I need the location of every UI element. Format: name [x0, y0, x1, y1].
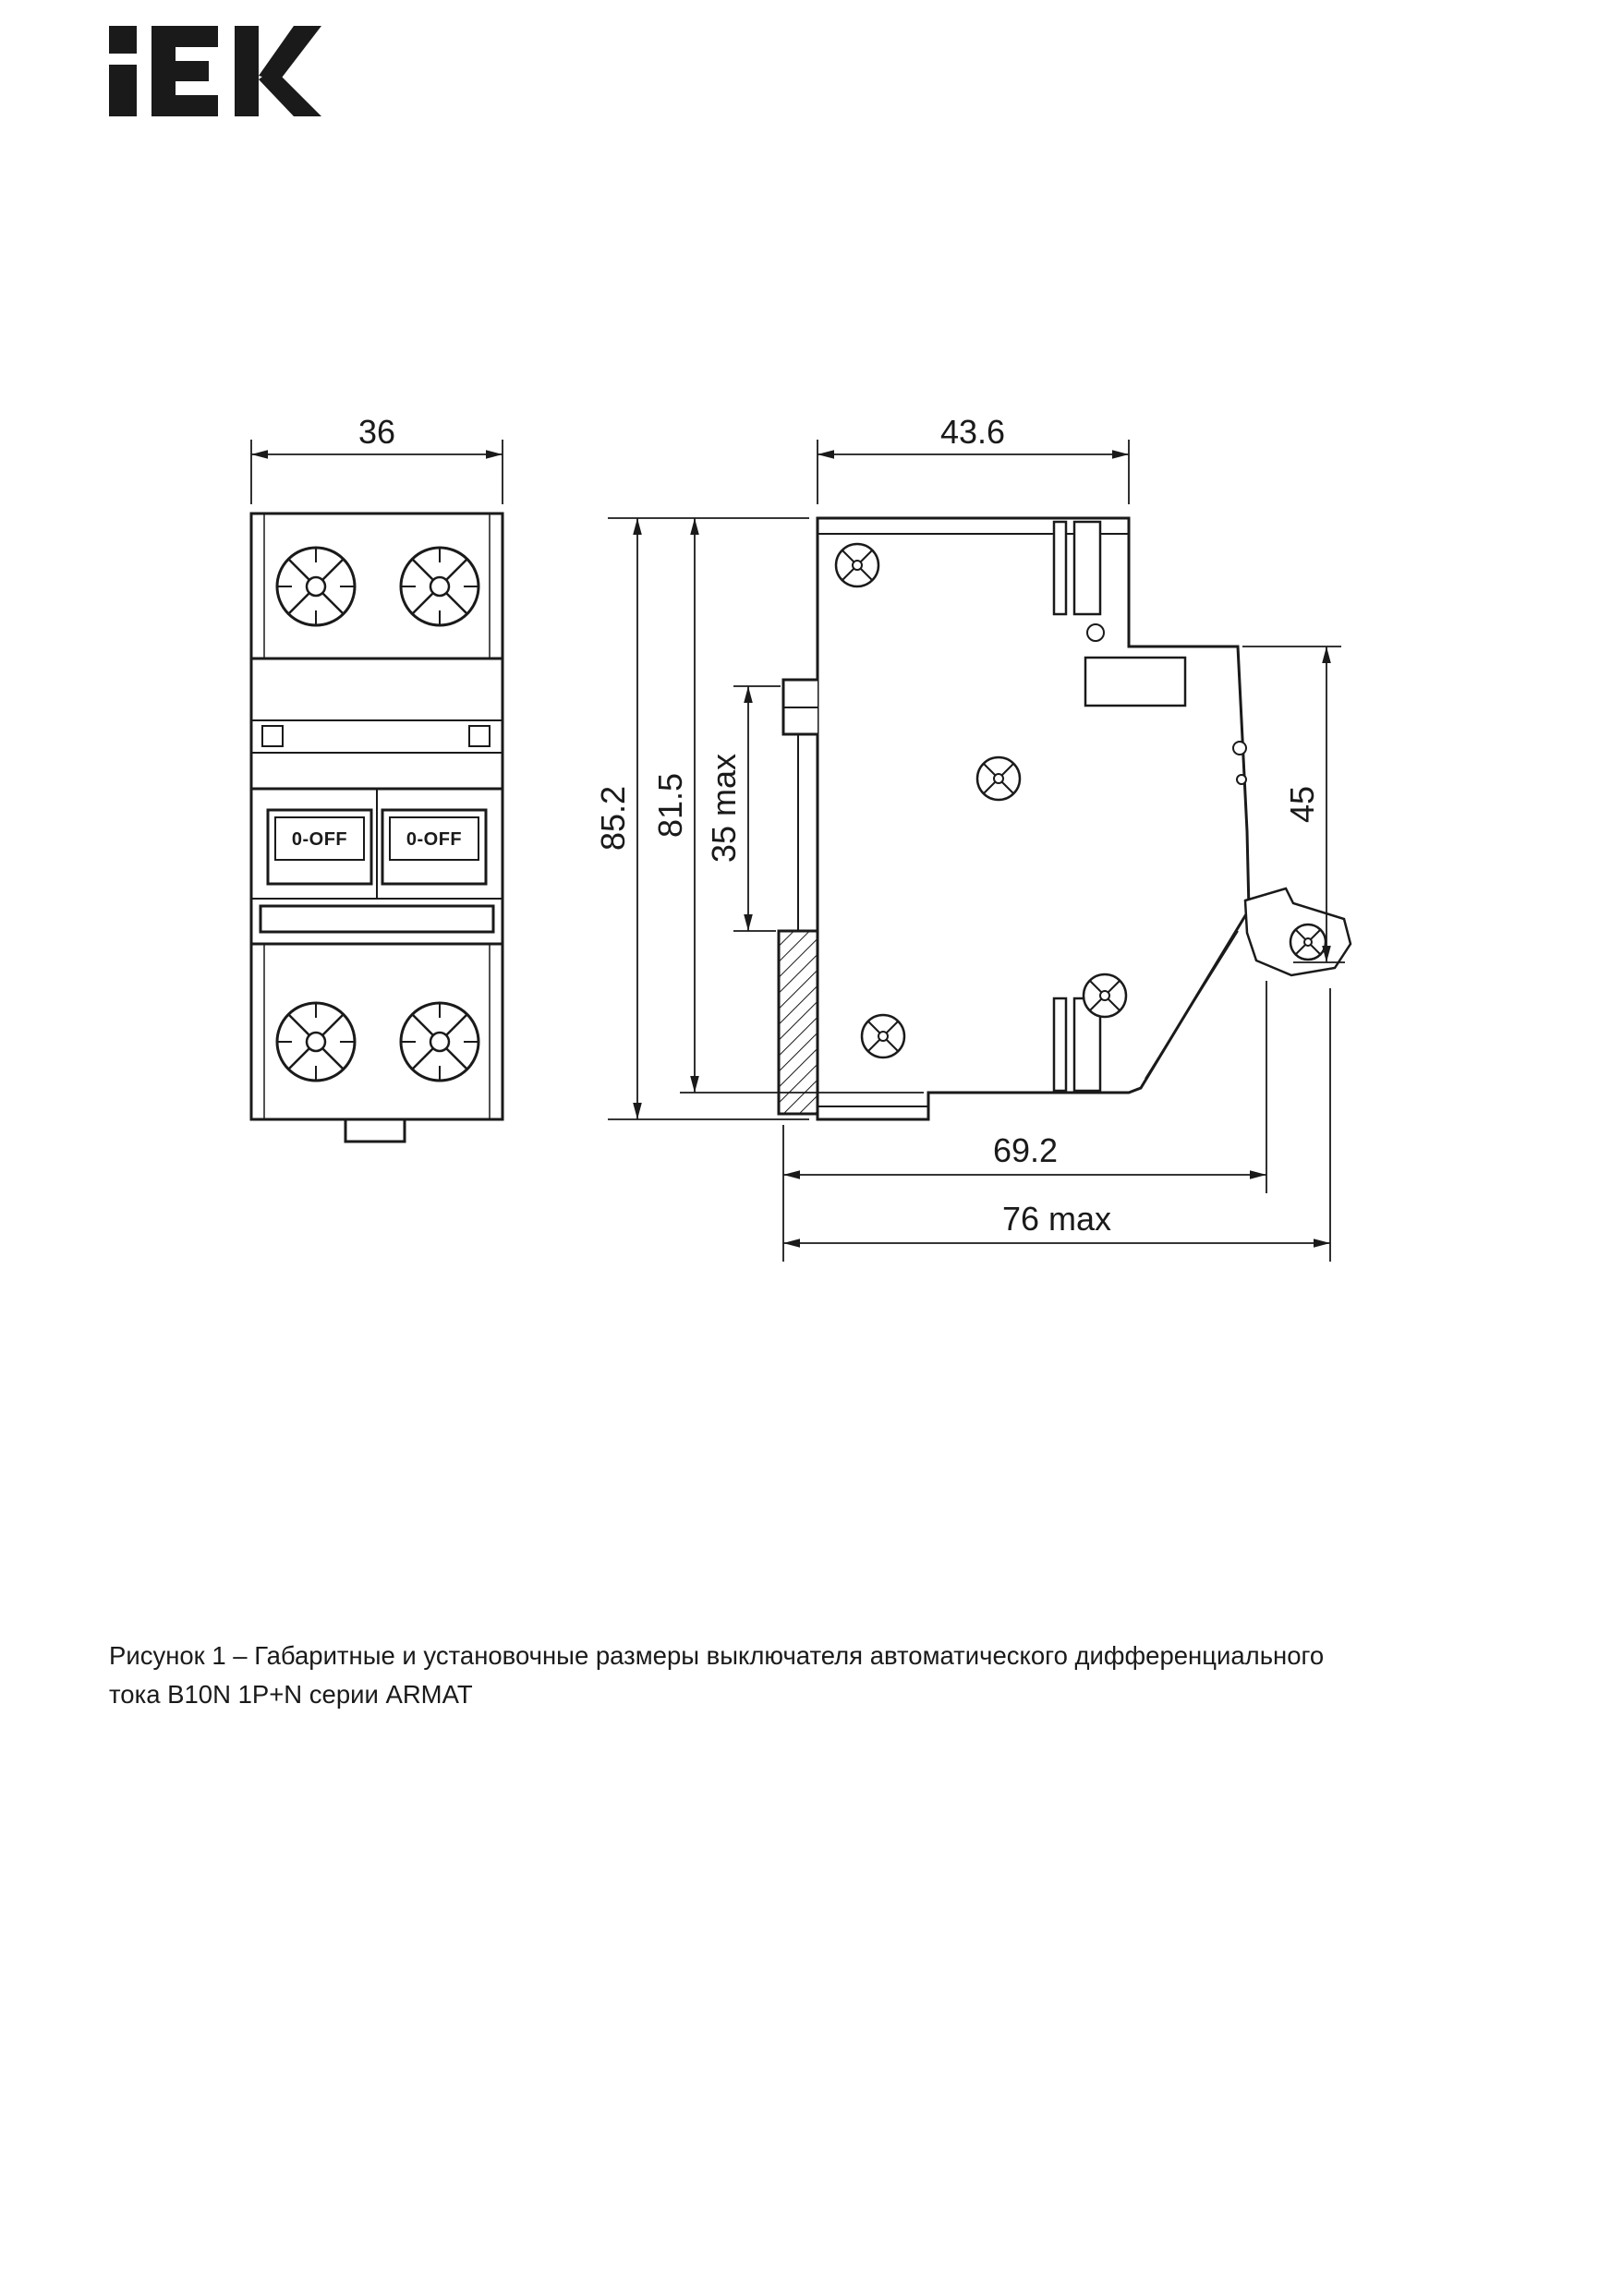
- dim-din-rail: 35 max: [705, 685, 781, 932]
- toggle-link-bar: [259, 904, 495, 934]
- side-rivet-center: [975, 755, 1022, 802]
- dim-depth-mount: 69.2: [782, 981, 1267, 1262]
- dim-side-width: 43.6: [817, 413, 1130, 504]
- dim-front-width: 36: [250, 413, 503, 504]
- dimensions: 36 43.6 85.2 81.5: [250, 413, 1345, 1262]
- latch-screw: [1289, 923, 1327, 961]
- dim-side-width-label: 43.6: [940, 413, 1005, 451]
- dim-height-body-label: 81.5: [651, 773, 689, 838]
- din-clip: [777, 929, 819, 1116]
- dim-latch-height: 45: [1242, 646, 1345, 963]
- dim-din-rail-label: 35 max: [705, 754, 743, 863]
- screw-terminal-bottom-left: [275, 1001, 357, 1082]
- rocker-left: 0-OFF: [266, 808, 373, 886]
- dim-latch-height-label: 45: [1283, 786, 1321, 823]
- dim-height-full: 85.2: [594, 517, 809, 1120]
- figure-caption-line2: тока B10N 1P+N серии ARMAT: [109, 1679, 473, 1709]
- rocker-right: 0-OFF: [381, 808, 488, 886]
- screw-terminal-top-right: [399, 546, 480, 627]
- wire-entry-opening: [1084, 656, 1187, 707]
- technical-drawing: 0-OFF 0-OFF: [109, 26, 1352, 1262]
- screw-terminal-top-left: [275, 546, 357, 627]
- rocker-right-label: 0-OFF: [406, 829, 462, 850]
- terminal-slot-top-a: [1052, 520, 1068, 616]
- side-view: [777, 516, 1352, 1121]
- iek-logo: [109, 26, 321, 116]
- side-rivet-top: [834, 542, 880, 588]
- terminal-slot-bottom-a: [1052, 997, 1068, 1093]
- dim-depth-max: 76 max: [783, 988, 1331, 1262]
- side-rivet-bottom-right: [1082, 973, 1128, 1019]
- dim-front-width-label: 36: [358, 413, 395, 451]
- dim-depth-max-label: 76 max: [1002, 1200, 1111, 1238]
- screw-terminal-bottom-right: [399, 1001, 480, 1082]
- rocker-left-label: 0-OFF: [292, 829, 347, 850]
- bottom-tab: [344, 1118, 406, 1143]
- dim-depth-mount-label: 69.2: [993, 1131, 1058, 1169]
- figure-caption-line1: Рисунок 1 – Габаритные и установочные ра…: [109, 1641, 1325, 1670]
- side-rivet-bottom-left: [860, 1013, 906, 1059]
- dim-height-full-label: 85.2: [594, 786, 632, 851]
- figure-caption: Рисунок 1 – Габаритные и установочные ра…: [109, 1637, 1522, 1714]
- dim-height-body: 81.5: [651, 518, 924, 1094]
- terminal-slot-top-b: [1072, 520, 1102, 616]
- front-view: 0-OFF 0-OFF: [249, 512, 504, 1143]
